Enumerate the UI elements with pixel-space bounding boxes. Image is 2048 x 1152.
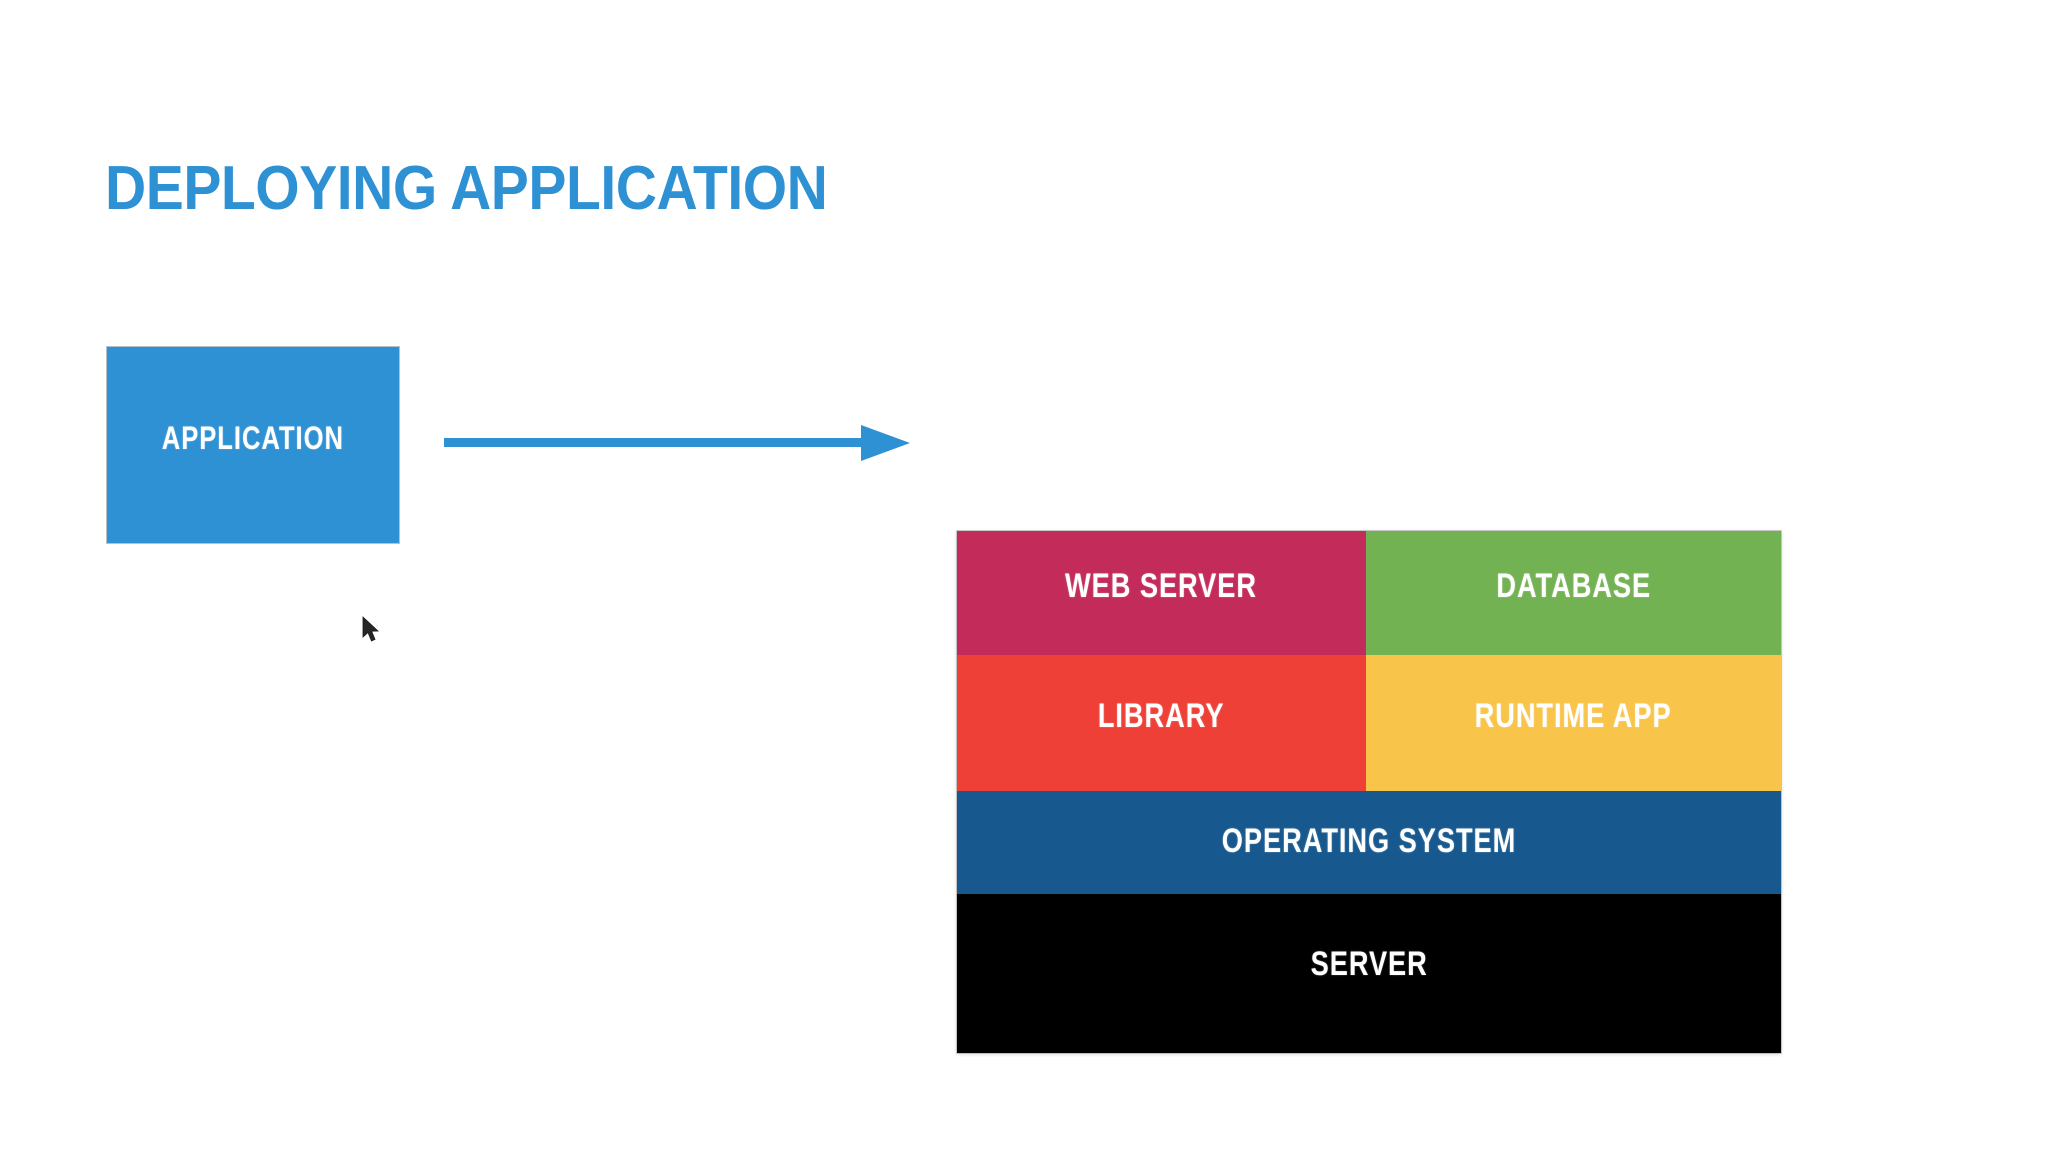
stack-cell-runtime-app-label: RUNTIME APP <box>1474 696 1672 735</box>
page-title: DEPLOYING APPLICATION <box>105 154 828 223</box>
stack-cell-library: LIBRARY <box>957 655 1366 791</box>
stack-cell-database-label: DATABASE <box>1495 566 1651 605</box>
stack-cell-database: DATABASE <box>1365 531 1781 655</box>
mouse-cursor <box>362 616 384 646</box>
application-box-label: APPLICATION <box>161 420 345 456</box>
flow-arrow <box>440 418 915 470</box>
stack-cell-operating-system-label: OPERATING SYSTEM <box>1221 822 1517 860</box>
stack-cell-server-label: SERVER <box>1310 945 1428 983</box>
stack-cell-runtime-app: RUNTIME APP <box>1365 655 1781 791</box>
stack-row-server: SERVER <box>957 894 1781 1053</box>
application-box: APPLICATION <box>107 347 399 543</box>
stack-row-services: WEB SERVER DATABASE <box>957 531 1781 655</box>
stack-cell-operating-system: OPERATING SYSTEM <box>957 791 1781 894</box>
stack-cell-server: SERVER <box>957 894 1781 1053</box>
stack-cell-web-server-label: WEB SERVER <box>1065 566 1258 605</box>
deployment-stack: WEB SERVER DATABASE LIBRARY RUNTIME APP … <box>957 531 1781 1053</box>
stack-row-dependencies: LIBRARY RUNTIME APP <box>957 655 1781 791</box>
stack-row-operating-system: OPERATING SYSTEM <box>957 791 1781 894</box>
cursor-arrow-icon <box>362 616 379 642</box>
stack-cell-web-server: WEB SERVER <box>957 531 1366 655</box>
stack-cell-library-label: LIBRARY <box>1098 696 1225 735</box>
flow-arrow-icon <box>444 425 910 461</box>
